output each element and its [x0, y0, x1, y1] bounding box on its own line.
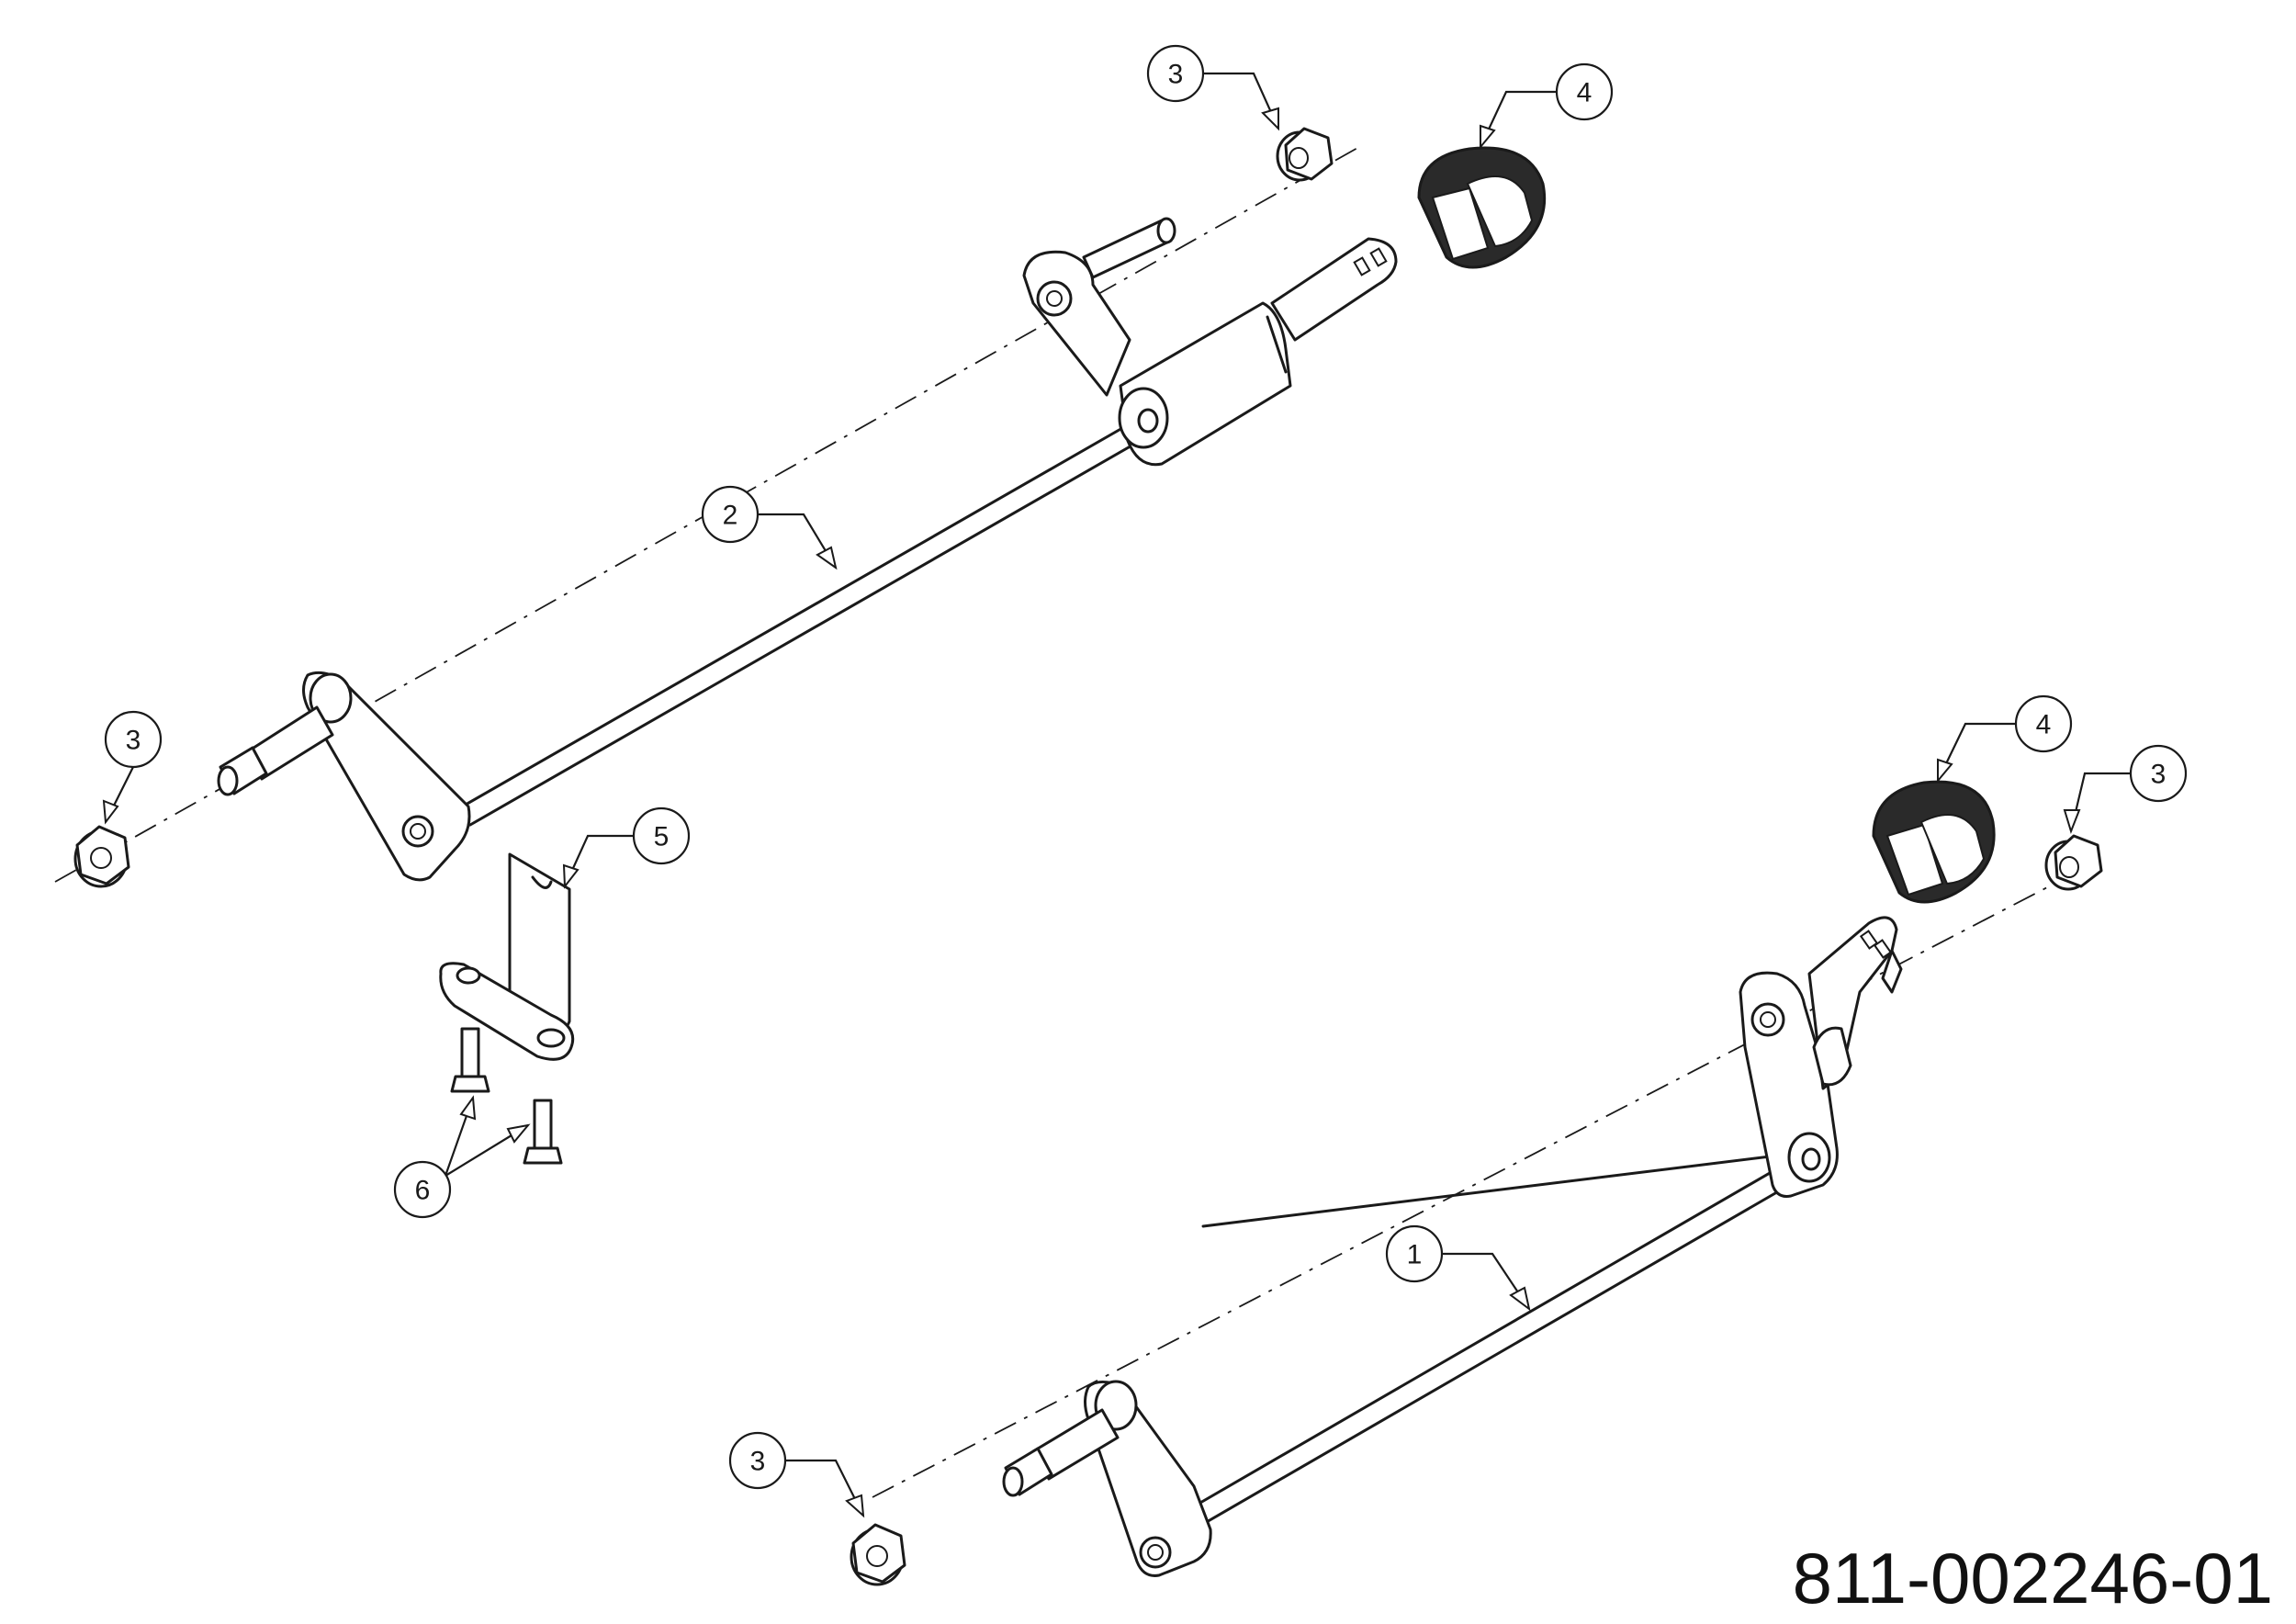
callout-label-3d: 3: [750, 1447, 766, 1477]
callout-label-4b: 4: [2036, 710, 2052, 740]
callout-label-5: 5: [654, 822, 670, 852]
callout-2: 2: [701, 485, 838, 570]
callout-4-right: 4: [1937, 694, 2073, 784]
callout-label-2: 2: [723, 501, 738, 531]
callout-label-6: 6: [415, 1176, 431, 1206]
callout-3-top: 3: [1146, 44, 1280, 131]
hex-nut-right: [2044, 834, 2103, 891]
callout-label-3c: 3: [2151, 760, 2167, 790]
drawing-number: 811-002246-01: [1793, 1538, 2273, 1618]
hex-nut-bottom: [850, 1523, 906, 1586]
callout-3-right: 3: [2063, 744, 2188, 835]
callout-6: 6: [393, 1095, 531, 1219]
callout-label-3b: 3: [126, 726, 141, 756]
callout-label-3a: 3: [1168, 60, 1184, 90]
callout-label-4a: 4: [1577, 78, 1593, 108]
axle-assembly-2: [54, 146, 1398, 883]
knob-top: [1417, 146, 1547, 269]
bolt-6a: [450, 1027, 490, 1093]
axle-assembly-1: [872, 872, 2077, 1577]
callout-3-bottom: 3: [728, 1431, 865, 1518]
callout-3-left: 3: [102, 710, 163, 825]
knob-right: [1872, 780, 1996, 904]
bolt-6b: [523, 1099, 563, 1165]
bracket-5: [439, 852, 575, 1061]
callout-5: 5: [562, 806, 691, 889]
hex-nut-top: [1276, 127, 1334, 182]
callout-label-1: 1: [1407, 1240, 1423, 1270]
callout-4-top: 4: [1480, 62, 1614, 150]
callout-1: 1: [1385, 1224, 1531, 1312]
hex-nut-left: [73, 825, 130, 888]
